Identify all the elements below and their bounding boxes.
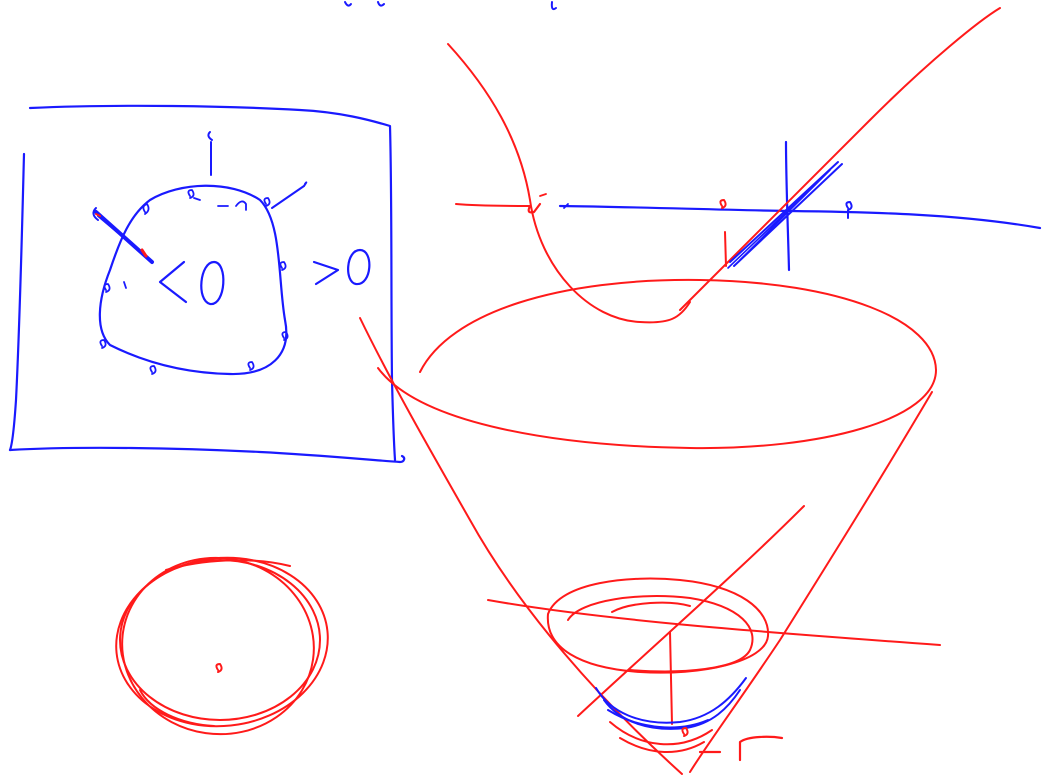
label-inside-negative: <0 xyxy=(158,260,225,306)
cone-drawing: -r xyxy=(359,278,941,775)
label-outside-positive: >0 xyxy=(312,248,371,286)
blob-region xyxy=(92,131,308,376)
cropped-top-strokes xyxy=(344,1,557,11)
circle-drawing: 0 xyxy=(115,556,329,736)
domain-box xyxy=(8,104,406,464)
axis-graph: -r xyxy=(447,7,1042,324)
